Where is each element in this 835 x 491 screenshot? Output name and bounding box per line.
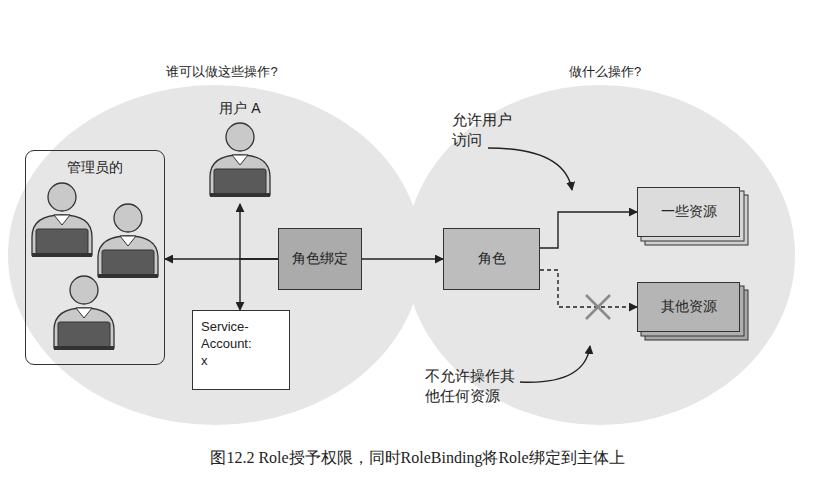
node-text: 管理员的	[67, 159, 123, 177]
denied-connector	[540, 270, 637, 307]
user-figure	[210, 123, 270, 197]
who-region	[8, 85, 422, 425]
admin-figure	[98, 204, 158, 278]
connector	[540, 212, 637, 248]
region-heading: 做什么操作?	[505, 63, 705, 81]
admin-figure	[54, 276, 114, 350]
figure-caption: 图12.2 Role授予权限，同时RoleBinding将Role绑定到主体上	[0, 448, 835, 469]
callout-leader	[488, 148, 572, 190]
admin-figure	[32, 183, 92, 257]
callout-note: 不允许操作其 他任何资源	[425, 366, 518, 405]
node-text: 角色绑定	[292, 250, 348, 268]
deny-stroke	[586, 295, 610, 319]
node-text: 用户 A	[219, 100, 260, 118]
node-text: 一些资源	[661, 203, 717, 221]
region-heading: 谁可以做这些操作?	[122, 63, 322, 81]
callout-note: 允许用户 访问	[452, 110, 515, 149]
connector	[240, 259, 278, 310]
role-box: 角色	[443, 228, 540, 290]
account-box: Service- Account: x	[192, 310, 290, 390]
node-text: Service- Account: x	[201, 319, 261, 370]
deny-stroke	[586, 295, 610, 319]
connector	[362, 258, 443, 259]
node-text: 其他资源	[661, 298, 717, 316]
resource-stack: 一些资源	[637, 187, 740, 237]
deny-mark	[586, 295, 610, 319]
connector	[240, 204, 278, 259]
what-region	[405, 85, 795, 425]
node-text: 角色	[478, 250, 506, 268]
resource-stack: 其他资源	[637, 282, 740, 332]
user-node: 用户 A	[200, 100, 280, 204]
binding-box: 角色绑定	[278, 228, 362, 290]
group-box: 管理员的	[25, 150, 165, 365]
callout-leader	[520, 346, 590, 382]
